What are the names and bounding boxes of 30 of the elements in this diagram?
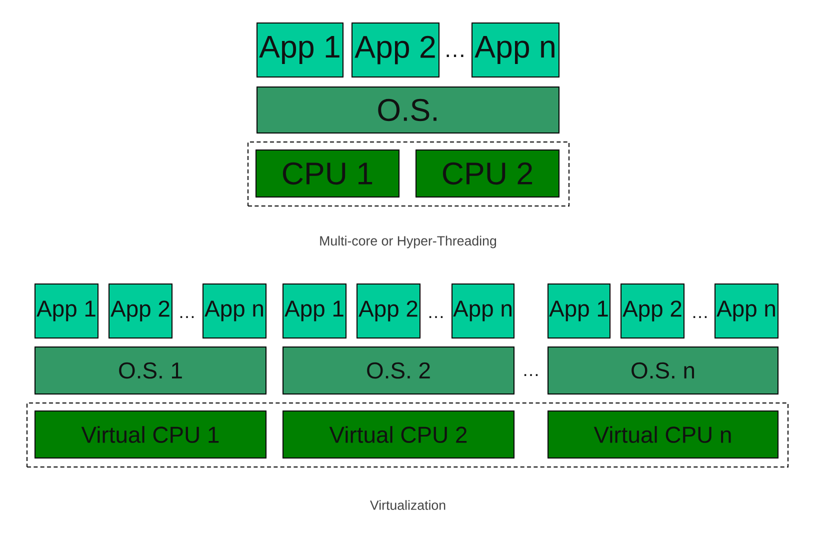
dashed-frame [248,142,570,206]
app-box: App n [452,284,514,338]
ellipsis: … [446,54,464,57]
cpu-box: CPU 1 [256,150,400,198]
os-box: O.S. [256,86,560,134]
os-box: O.S. n [548,346,778,394]
cpu-box: Virtual CPU 1 [34,410,266,458]
os-box: O.S. 2 [282,346,514,394]
app-box: App 2 [620,284,684,338]
app-box: App n [202,284,266,338]
app-box: App 1 [256,22,344,78]
cpu-box: CPU 2 [416,150,560,198]
caption: Multi-core or Hyper-Threading [320,236,496,248]
ellipsis: … [693,316,707,318]
app-box: App n [714,284,778,338]
app-box: App 1 [34,284,98,338]
app-box: App 2 [356,284,420,338]
ellipsis: … [429,316,443,318]
dashed-frame [26,402,788,468]
app-box: App 2 [108,284,172,338]
app-box: App 1 [282,284,346,338]
app-box: App n [472,22,560,78]
ellipsis: … [180,316,194,318]
ellipsis: … [524,374,538,376]
caption: Virtualization [370,500,446,510]
app-box: App 2 [352,22,440,78]
cpu-box: Virtual CPU n [548,410,778,458]
os-box: O.S. 1 [34,346,266,394]
cpu-box: Virtual CPU 2 [282,410,514,458]
app-box: App 1 [548,284,610,338]
